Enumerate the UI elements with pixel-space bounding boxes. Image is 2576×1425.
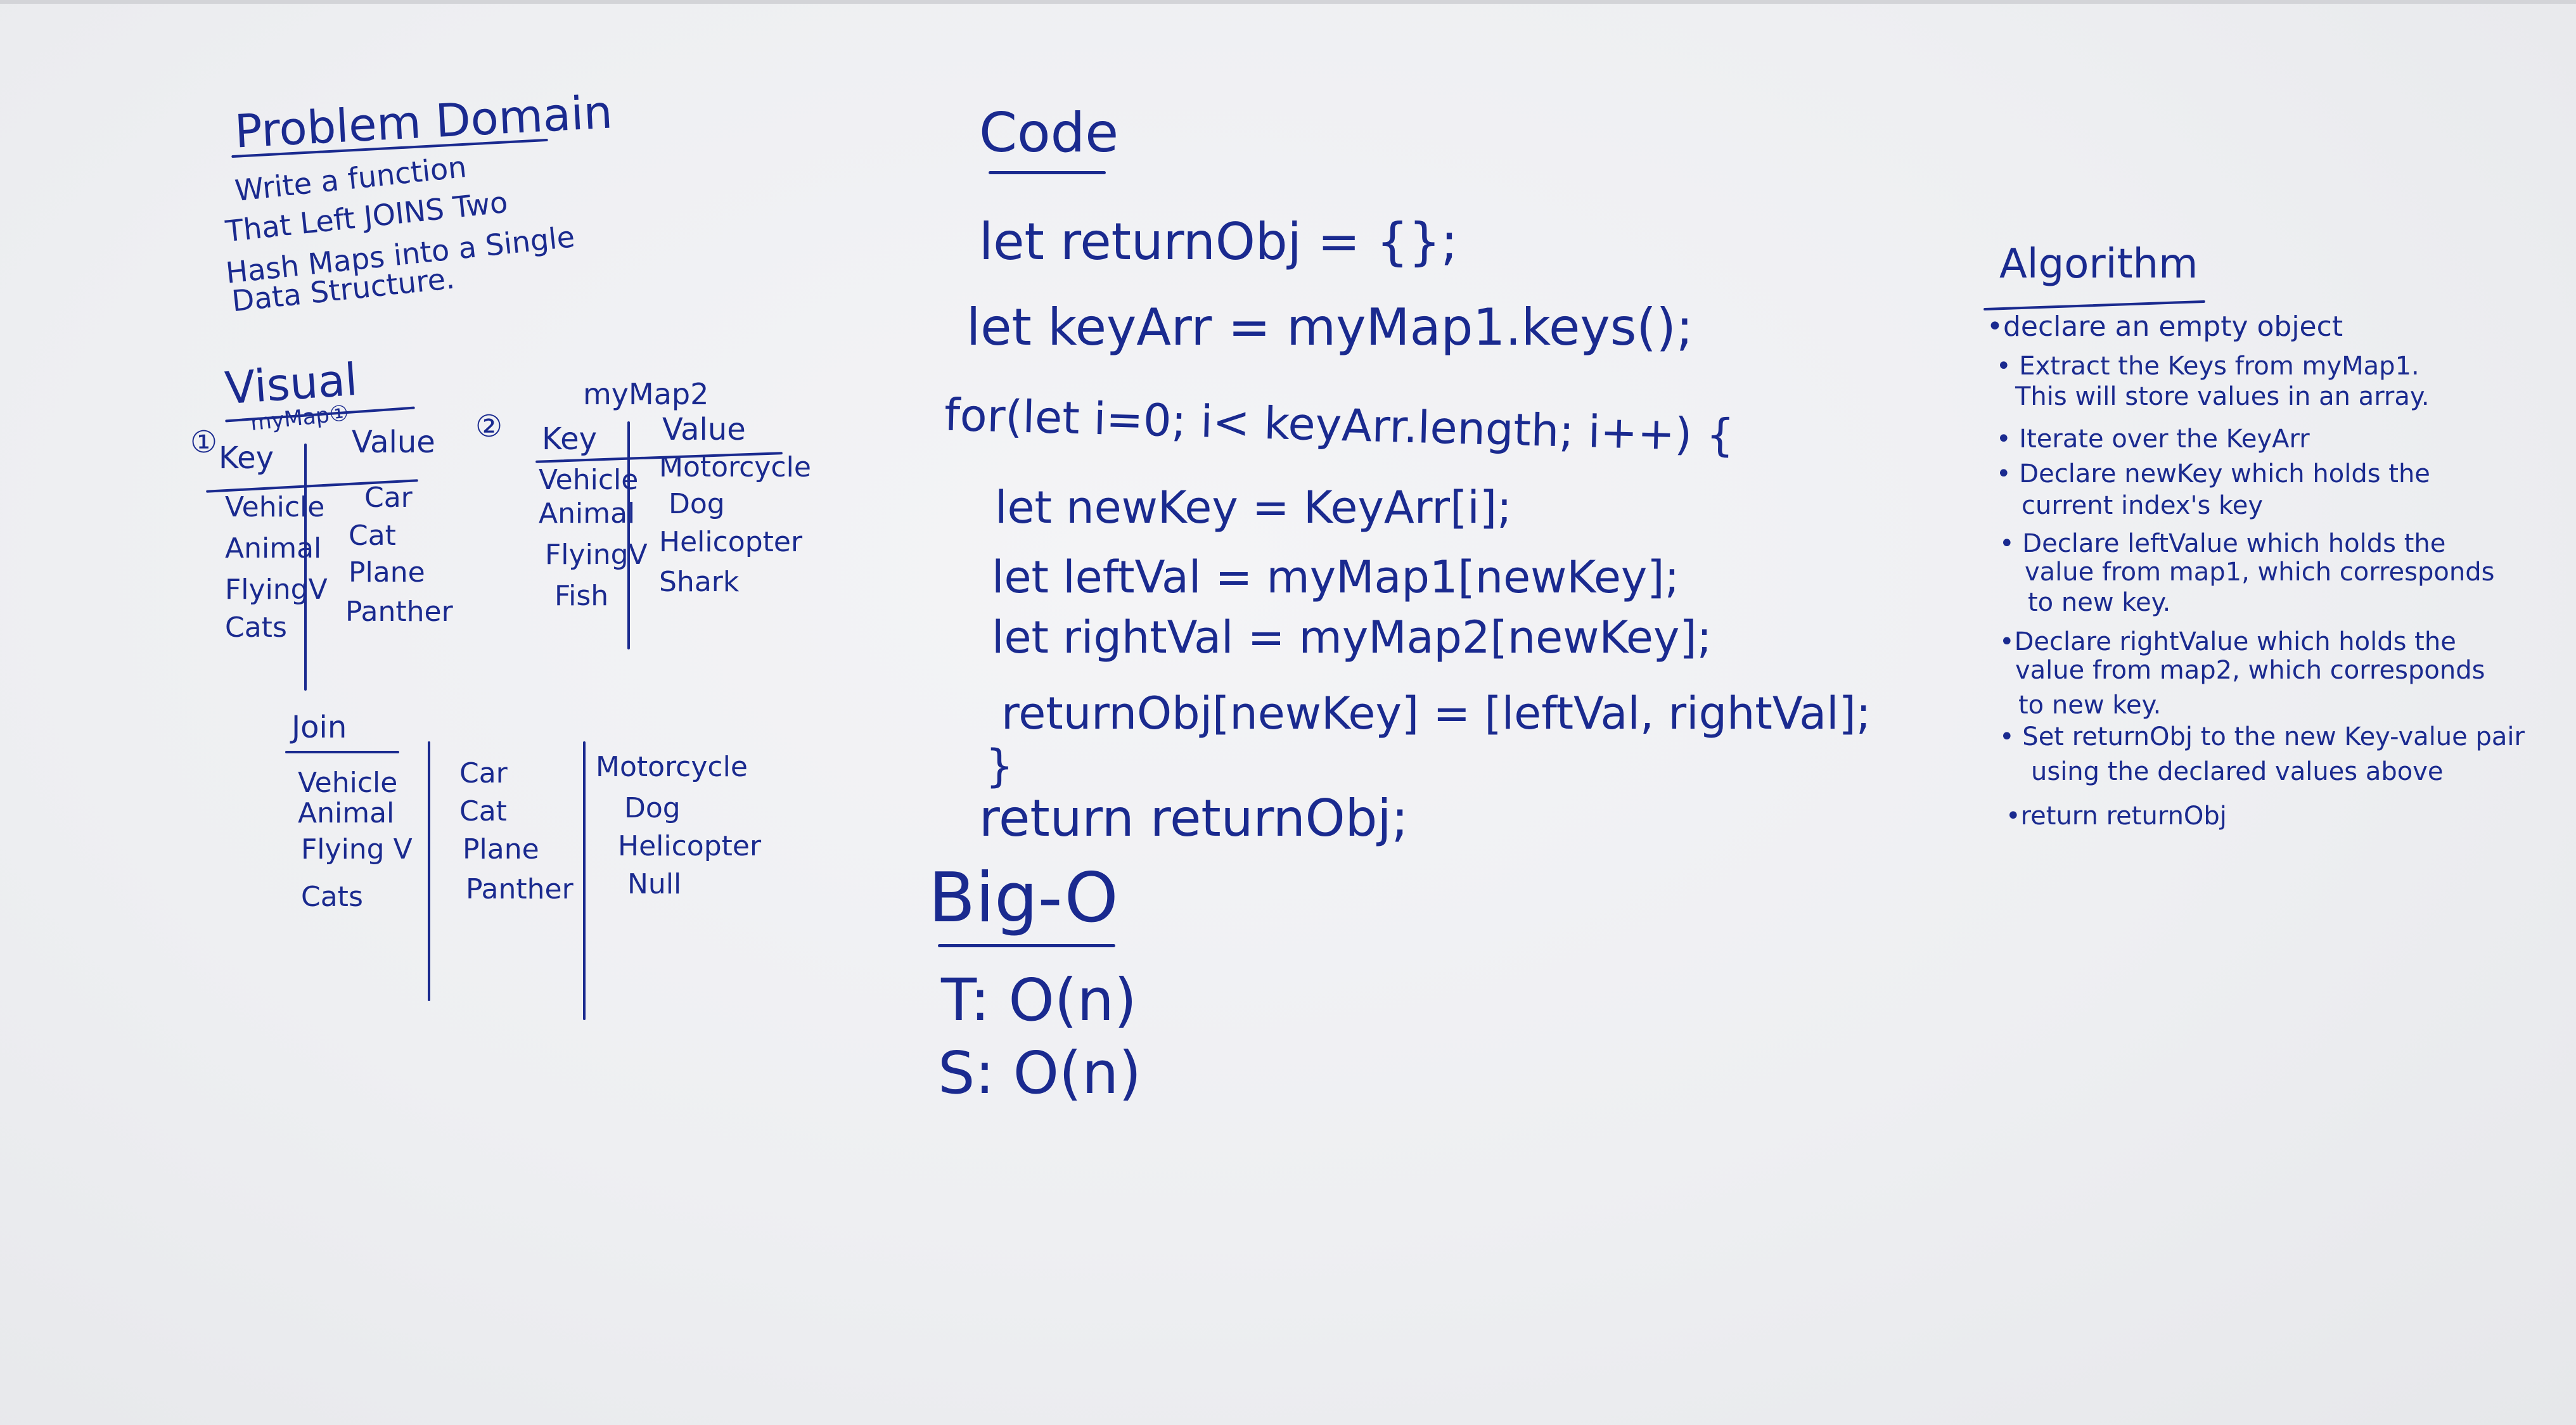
map2-divider (627, 421, 630, 649)
code-line: let rightVal = myMap2[newKey]; (992, 611, 1712, 663)
join-divider-1 (428, 741, 430, 1001)
algorithm-step: •return returnObj (2006, 802, 2227, 831)
code-line: let newKey = KeyArr[i]; (995, 482, 1512, 534)
map1-divider (304, 444, 307, 691)
algorithm-step: • Set returnObj to the new Key-value pai… (1999, 722, 2525, 751)
map2-value: Shark (659, 566, 740, 598)
map2-value: Dog (669, 488, 725, 520)
code-title-underline (989, 171, 1106, 174)
algorithm-step: • Declare newKey which holds the (1996, 459, 2430, 489)
join-right-value: Motorcycle (596, 751, 748, 783)
join-key: Flying V (301, 833, 413, 866)
algorithm-step: •Declare rightValue which holds the (1999, 627, 2456, 656)
map1-value: Panther (345, 596, 453, 628)
map2-key: Vehicle (539, 464, 639, 496)
code-line: return returnObj; (979, 789, 1409, 848)
join-left-value: Car (459, 757, 508, 789)
map2-value-header: Value (662, 412, 746, 447)
map1-marker: ① (190, 425, 218, 460)
code-line: let leftVal = myMap1[newKey]; (992, 551, 1680, 603)
join-left-value: Cat (459, 795, 507, 828)
map2-key: FlyingV (545, 539, 648, 571)
big-o-underline (938, 944, 1115, 947)
join-key: Animal (298, 797, 395, 829)
algorithm-title-underline (1983, 300, 2205, 311)
algorithm-title: Algorithm (1999, 241, 2198, 288)
join-right-value: Null (627, 868, 682, 900)
big-o-title: Big-O (928, 859, 1118, 938)
map2-label: myMap2 (583, 377, 709, 411)
map2-key: Fish (554, 580, 609, 612)
algorithm-step-cont: value from map2, which corresponds (2015, 656, 2485, 685)
map2-value: Helicopter (659, 526, 803, 558)
map2-key-header: Key (542, 421, 598, 457)
code-line: let keyArr = myMap1.keys(); (966, 298, 1693, 357)
map1-key-header: Key (219, 440, 274, 476)
algorithm-step: •declare an empty object (1987, 310, 2343, 343)
map1-value: Cat (349, 520, 396, 552)
join-left-value: Plane (463, 833, 539, 866)
join-title: Join (292, 710, 347, 745)
algorithm-step: • Extract the Keys from myMap1. (1996, 352, 2419, 381)
join-right-value: Helicopter (618, 830, 762, 862)
map1-value: Car (364, 482, 413, 514)
algorithm-step-cont: current index's key (2022, 491, 2264, 520)
map2-value: Motorcycle (659, 451, 811, 483)
map2-key: Animal (539, 497, 636, 530)
algorithm-step-cont: to new key. (2018, 691, 2162, 720)
code-line: } (985, 740, 1014, 792)
join-right-value: Dog (624, 792, 681, 824)
join-left-value: Panther (466, 873, 574, 905)
join-key: Vehicle (298, 767, 398, 799)
whiteboard-top-edge (0, 0, 2576, 4)
code-line: returnObj[newKey] = [leftVal, rightVal]; (1001, 687, 1871, 739)
map1-key: Cats (225, 611, 287, 644)
algorithm-step-cont: to new key. (2028, 588, 2171, 617)
map1-value-header: Value (352, 425, 435, 460)
big-o-space: S: O(n) (938, 1039, 1142, 1107)
code-line: let returnObj = {}; (979, 212, 1458, 271)
big-o-time: T: O(n) (941, 966, 1137, 1034)
algorithm-step: • Iterate over the KeyArr (1996, 425, 2310, 454)
join-divider-2 (583, 741, 586, 1020)
algorithm-step-cont: using the declared values above (2031, 757, 2444, 786)
join-key: Cats (301, 881, 363, 913)
map2-marker: ② (475, 409, 503, 444)
code-line: for(let i=0; i< keyArr.length; i++) { (944, 388, 1735, 462)
algorithm-step-cont: value from map1, which corresponds (2025, 558, 2495, 587)
map1-key: FlyingV (225, 573, 328, 606)
algorithm-step: • Declare leftValue which holds the (1999, 529, 2446, 558)
map1-value: Plane (349, 556, 425, 589)
join-title-underline (285, 751, 399, 753)
map1-key: Animal (225, 532, 322, 565)
map1-key: Vehicle (225, 491, 325, 523)
code-title: Code (979, 101, 1119, 165)
algorithm-step-cont: This will store values in an array. (2015, 382, 2430, 411)
